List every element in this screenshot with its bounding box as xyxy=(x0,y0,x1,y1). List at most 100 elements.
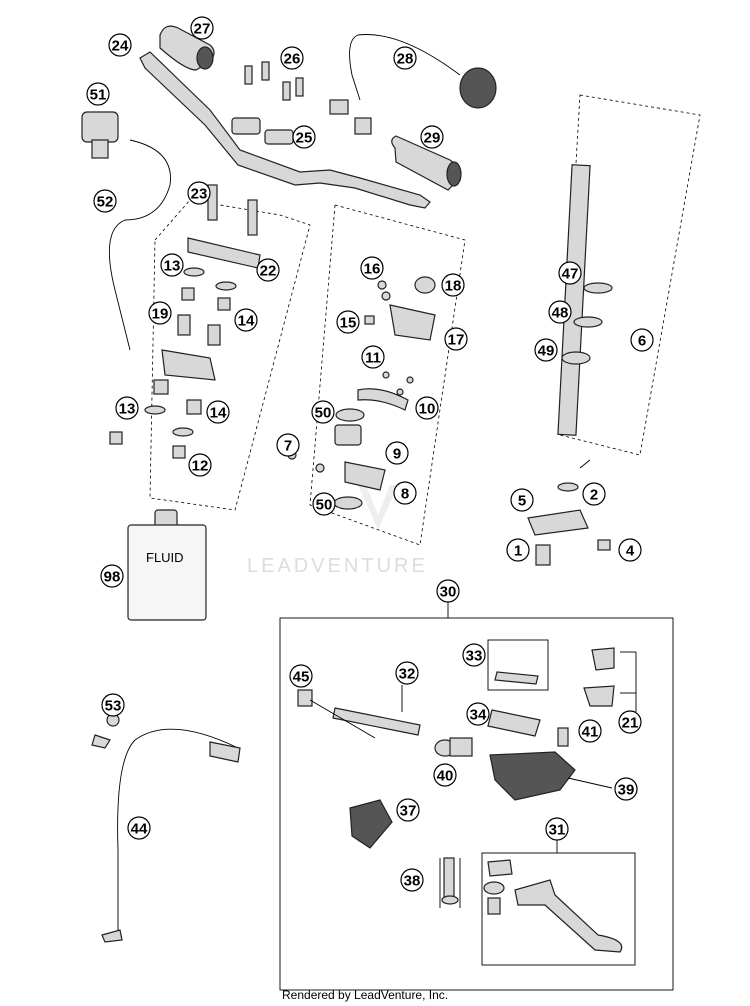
callout-c15: 15 xyxy=(336,310,360,334)
callout-circle xyxy=(578,719,602,743)
callout-number: 98 xyxy=(104,569,121,586)
callout-c8: 8 xyxy=(393,481,417,505)
callout-circle xyxy=(558,261,582,285)
callout-circle xyxy=(618,538,642,562)
leader-lines xyxy=(579,459,591,469)
callout-circle xyxy=(534,338,558,362)
callout-number: 44 xyxy=(131,821,148,838)
callout-circle xyxy=(545,817,569,841)
hot-start-cable xyxy=(108,139,171,351)
handlebar xyxy=(139,51,431,209)
hot-start-unit xyxy=(81,111,119,159)
callout-c51: 51 xyxy=(86,82,110,106)
callout-number: 52 xyxy=(97,194,114,211)
callout-number: 21 xyxy=(622,715,639,732)
callout-number: 23 xyxy=(191,186,208,203)
callout-circle xyxy=(100,564,124,588)
callout-number: 41 xyxy=(582,724,599,741)
callout-circle xyxy=(115,396,139,420)
callout-number: 6 xyxy=(638,333,646,350)
callout-labels: 1245678910111213131414151617181921222324… xyxy=(86,16,654,892)
callout-c28: 28 xyxy=(393,46,417,70)
callout-number: 7 xyxy=(284,438,292,455)
callout-c98: 98 xyxy=(100,564,124,588)
fork-tube xyxy=(557,164,613,436)
callout-circle xyxy=(614,777,638,801)
callout-number: 45 xyxy=(293,669,310,686)
master-cylinder-group-box xyxy=(279,617,674,991)
callout-c49: 49 xyxy=(534,338,558,362)
callout-circle xyxy=(206,400,230,424)
callout-c1: 1 xyxy=(506,538,530,562)
callout-number: 13 xyxy=(119,401,136,418)
callout-number: 38 xyxy=(404,873,421,890)
lower-fork-hardware xyxy=(527,482,611,566)
callout-circle xyxy=(187,181,211,205)
callout-circle xyxy=(108,33,132,57)
callout-number: 11 xyxy=(365,350,381,367)
callout-number: 31 xyxy=(549,822,566,839)
callout-circle xyxy=(148,301,172,325)
callout-number: 30 xyxy=(440,584,457,601)
callout-c23: 23 xyxy=(187,181,211,205)
callout-number: 32 xyxy=(399,666,416,683)
callout-number: 29 xyxy=(424,130,441,147)
callout-number: 34 xyxy=(470,707,487,724)
handlebar-clamp-lower xyxy=(264,129,294,145)
callout-c10: 10 xyxy=(415,396,439,420)
callout-c16: 16 xyxy=(360,256,384,280)
callout-circle xyxy=(506,538,530,562)
callout-c14a: 14 xyxy=(234,308,258,332)
callout-c47: 47 xyxy=(558,261,582,285)
callout-number: 53 xyxy=(105,698,122,715)
callout-c26: 26 xyxy=(280,46,304,70)
callout-number: 50 xyxy=(315,405,332,422)
right-grip xyxy=(391,135,462,191)
callout-number: 24 xyxy=(112,38,129,55)
callout-c25: 25 xyxy=(292,125,316,149)
callout-c13b: 13 xyxy=(115,396,139,420)
callout-circle xyxy=(289,664,313,688)
callout-c18: 18 xyxy=(441,273,465,297)
callout-circle xyxy=(395,661,419,685)
callout-c2: 2 xyxy=(582,482,606,506)
callout-circle xyxy=(276,433,300,457)
callout-number: 14 xyxy=(210,405,227,422)
callout-c53: 53 xyxy=(101,693,125,717)
callout-circle xyxy=(393,46,417,70)
callout-circle xyxy=(441,273,465,297)
master-cylinder-parts xyxy=(297,639,637,966)
footer-credit: Rendered by LeadVenture, Inc. xyxy=(282,988,448,1002)
callout-number: 18 xyxy=(445,278,462,295)
callout-number: 12 xyxy=(192,458,209,475)
callout-circle xyxy=(433,763,457,787)
fluid-bottle xyxy=(127,509,207,621)
callout-number: 9 xyxy=(393,446,401,463)
callout-c32: 32 xyxy=(395,661,419,685)
callout-circle xyxy=(400,868,424,892)
callout-c21: 21 xyxy=(618,710,642,734)
callout-c19: 19 xyxy=(148,301,172,325)
callout-number: 15 xyxy=(340,315,357,332)
callout-c48: 48 xyxy=(548,300,572,324)
callout-circle xyxy=(360,256,384,280)
callout-circle xyxy=(311,400,335,424)
callout-circle xyxy=(86,82,110,106)
callout-number: 2 xyxy=(590,487,598,504)
callout-number: 47 xyxy=(562,266,579,283)
cable-44 xyxy=(91,713,241,943)
callout-c17: 17 xyxy=(444,327,468,351)
callout-number: 33 xyxy=(466,648,483,665)
callout-number: 39 xyxy=(618,782,635,799)
handlebar-clamp-screws xyxy=(244,61,304,101)
callout-c24: 24 xyxy=(108,33,132,57)
callout-circle xyxy=(548,300,572,324)
callout-circle xyxy=(127,816,151,840)
callout-number: 17 xyxy=(448,332,465,349)
handlebar-support-upper xyxy=(187,237,261,269)
callout-circle xyxy=(280,46,304,70)
callout-number: 48 xyxy=(552,305,569,322)
callout-number: 13 xyxy=(164,258,181,275)
callout-c34: 34 xyxy=(466,702,490,726)
callout-number: 8 xyxy=(401,486,409,503)
